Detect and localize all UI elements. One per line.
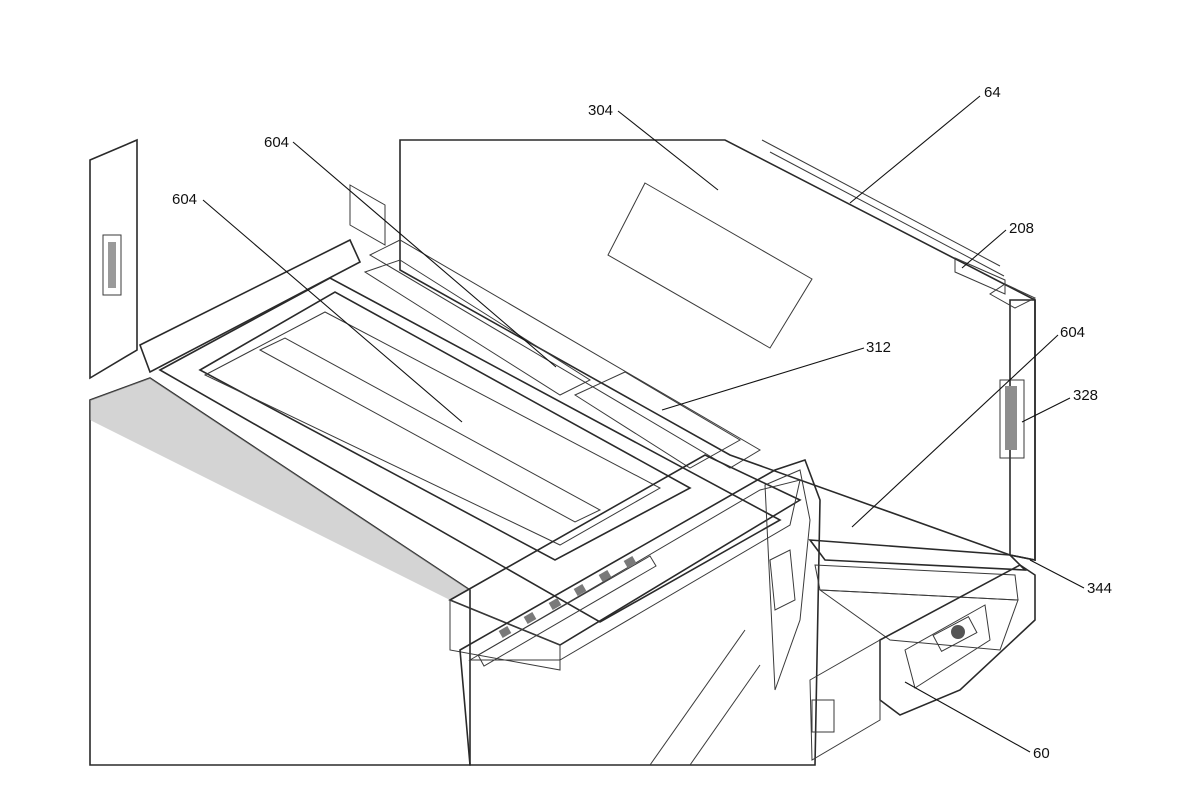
leader-344 — [1029, 559, 1085, 589]
truck-bed-floor — [89, 377, 471, 766]
leader-64 — [849, 95, 981, 204]
tray-front-lid — [448, 454, 802, 671]
step-latch — [932, 615, 978, 653]
ref-label-208: 208 — [1009, 220, 1034, 237]
ref-label-344: 344 — [1087, 580, 1112, 597]
leader-208 — [961, 229, 1007, 269]
rear-window-panel — [399, 139, 1036, 561]
tailgate — [459, 458, 821, 766]
ref-label-304: 304 — [588, 102, 613, 119]
leader-304 — [617, 110, 719, 191]
ref-label-328: 328 — [1073, 387, 1098, 404]
leader-604-c — [851, 334, 1059, 528]
leader-604-a — [292, 141, 557, 368]
ref-label-312: 312 — [866, 339, 891, 356]
storage-tray — [158, 259, 782, 623]
top-rail — [761, 139, 1037, 309]
leader-60 — [904, 681, 1031, 753]
ref-label-604-a: 604 — [264, 134, 289, 151]
reference-labels: 64 304 604 604 208 312 604 328 344 60 — [172, 84, 1112, 762]
leader-328 — [1021, 397, 1071, 423]
side-step-assembly — [808, 539, 1036, 761]
leader-604-b — [202, 199, 463, 423]
ref-label-604-c: 604 — [1060, 324, 1085, 341]
tailgate-emblem — [477, 555, 657, 667]
bed-rail — [139, 184, 761, 469]
leader-312 — [661, 347, 865, 411]
leader-lines — [202, 95, 1085, 753]
left-bed-wall — [89, 138, 138, 380]
ref-label-60: 60 — [1033, 745, 1050, 762]
ref-label-604-b: 604 — [172, 191, 197, 208]
ref-label-64: 64 — [984, 84, 1001, 101]
